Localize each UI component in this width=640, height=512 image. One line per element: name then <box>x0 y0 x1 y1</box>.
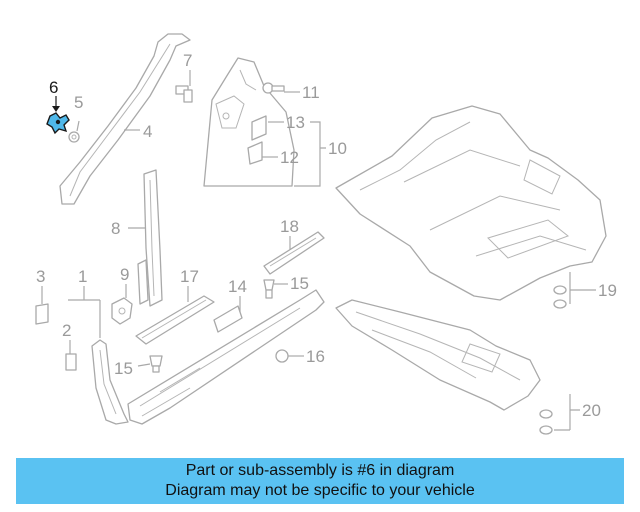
callout-10-bracket <box>294 121 326 187</box>
parts-diagram: 6 5 4 7 13 12 10 <box>35 33 617 435</box>
callout-17[interactable]: 17 <box>180 267 199 286</box>
callout-15-upper[interactable]: 15 <box>290 274 309 293</box>
callout-8[interactable]: 8 <box>111 219 120 238</box>
part-17-sill-plate[interactable] <box>135 286 215 345</box>
part-1-kick-panel[interactable] <box>68 286 129 425</box>
callout-12[interactable]: 12 <box>280 148 299 167</box>
callout-10[interactable]: 10 <box>328 139 347 158</box>
callout-2[interactable]: 2 <box>62 321 71 340</box>
callout-1[interactable]: 1 <box>78 267 87 286</box>
callout-6-arrow <box>52 106 60 112</box>
caption-banner: Part or sub-assembly is #6 in diagram Di… <box>16 458 624 504</box>
under-floor-panel[interactable] <box>335 299 541 411</box>
callout-16[interactable]: 16 <box>306 347 325 366</box>
part-18-scuff-plate[interactable] <box>263 231 325 275</box>
part-3-clip[interactable] <box>35 286 49 325</box>
part-16-clip[interactable] <box>275 349 304 363</box>
callout-7[interactable]: 7 <box>183 51 192 70</box>
part-9-clip[interactable] <box>111 284 133 325</box>
callout-19[interactable]: 19 <box>598 281 617 300</box>
callout-4[interactable]: 4 <box>143 122 152 141</box>
callout-11[interactable]: 11 <box>302 83 320 102</box>
caption-line-2: Diagram may not be specific to your vehi… <box>165 482 475 499</box>
part-7-bolt[interactable] <box>175 70 193 103</box>
callout-15-lower[interactable]: 15 <box>114 359 133 378</box>
callout-18[interactable]: 18 <box>280 217 299 236</box>
caption-line-1: Part or sub-assembly is #6 in diagram <box>185 462 455 479</box>
callout-6[interactable]: 6 <box>49 78 58 97</box>
part-14-rocker-trim[interactable] <box>127 289 325 425</box>
part-15-clip-upper[interactable] <box>263 279 288 299</box>
part-13-bracket[interactable] <box>251 115 284 141</box>
callout-13[interactable]: 13 <box>286 113 305 132</box>
part-6-clip[interactable] <box>46 112 70 135</box>
callout-3[interactable]: 3 <box>36 267 45 286</box>
callout-20-bracket <box>554 394 580 431</box>
part-8-lower-pillar-trim[interactable] <box>128 169 163 307</box>
part-15-clip-lower[interactable] <box>137 355 163 373</box>
callout-19-bracket <box>569 272 596 304</box>
part-20-washers[interactable] <box>539 409 553 435</box>
callout-5[interactable]: 5 <box>74 93 83 112</box>
part-11-bolt[interactable] <box>262 82 300 94</box>
part-5-screw[interactable] <box>68 120 80 143</box>
callout-9[interactable]: 9 <box>120 265 129 284</box>
part-2-clip[interactable] <box>65 340 77 371</box>
part-19-washers[interactable] <box>553 285 567 309</box>
floor-carpet[interactable] <box>335 105 607 301</box>
part-10-pillar-trim-assembly[interactable] <box>203 57 295 187</box>
part-4-pillar-trim[interactable] <box>59 33 191 205</box>
callout-14[interactable]: 14 <box>228 277 247 296</box>
part-12-clip[interactable] <box>247 141 278 165</box>
callout-20[interactable]: 20 <box>582 401 601 420</box>
